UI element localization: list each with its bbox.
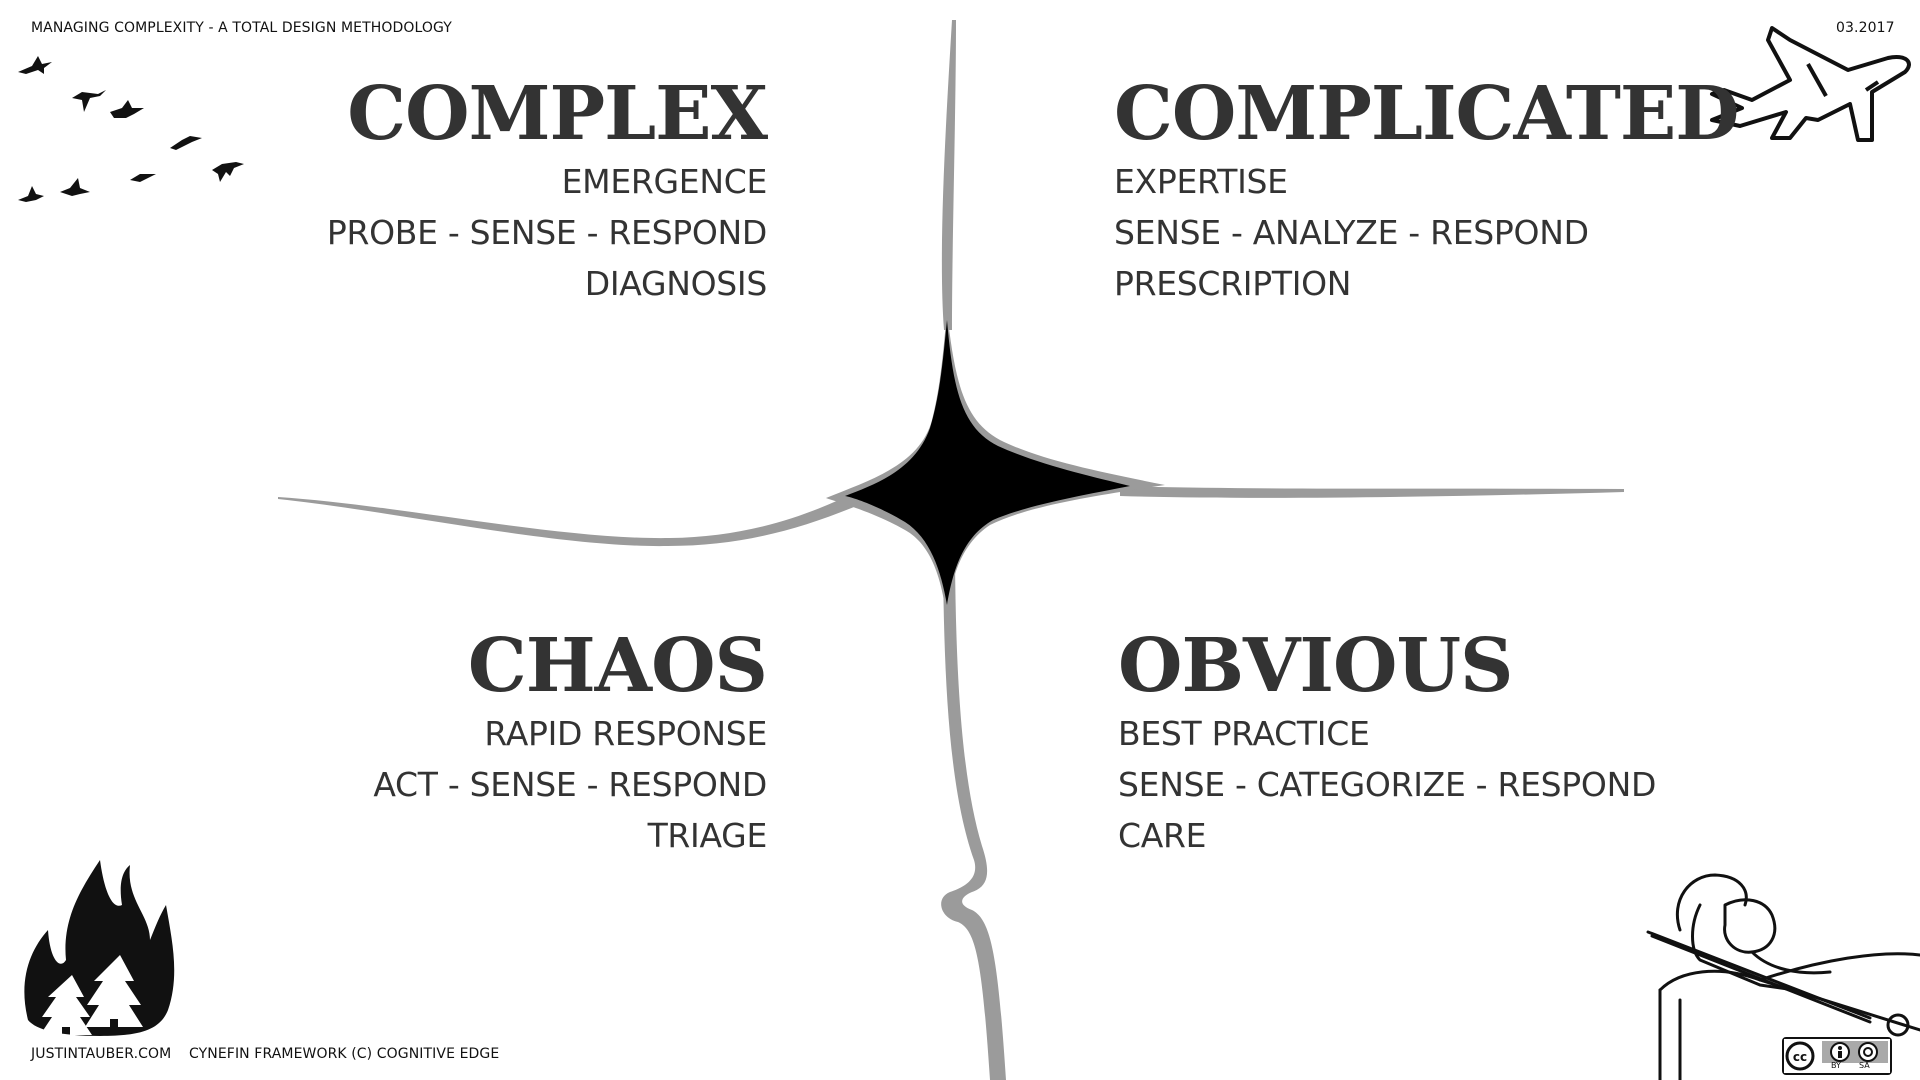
quadrant-complex: COMPLEX EMERGENCE PROBE - SENSE - RESPON… [67,71,768,309]
license-by: BY [1831,1061,1841,1070]
quadrant-line: PROBE - SENSE - RESPOND [326,213,767,252]
airplane-icon [1710,26,1911,142]
quadrant-line: BEST PRACTICE [1118,714,1370,753]
quadrant-line: ACT - SENSE - RESPOND [373,765,767,804]
quadrant-line: SENSE - ANALYZE - RESPOND [1114,213,1589,252]
footer-credit: CYNEFIN FRAMEWORK (C) COGNITIVE EDGE [189,1046,500,1062]
quadrant-complicated: COMPLICATED EXPERTISE SENSE - ANALYZE - … [1114,72,1814,309]
header-date: 03.2017 [1836,20,1895,36]
svg-text:cc: cc [1793,1050,1807,1064]
quadrant-line: RAPID RESPONSE [484,714,767,753]
quadrant-title: COMPLICATED [1114,71,1739,157]
header-title: MANAGING COMPLEXITY - A TOTAL DESIGN MET… [31,20,452,36]
license-sa: SA [1859,1061,1870,1070]
quadrant-title: OBVIOUS [1118,623,1513,709]
quadrant-title: CHAOS [467,623,768,709]
flying-geese-icon [18,56,244,202]
quadrant-line: DIAGNOSIS [584,264,768,303]
boundary-lines [278,20,1624,1080]
quadrant-line: EMERGENCE [561,162,768,201]
license-badge: cc BY SA [1782,1037,1892,1075]
forest-fire-icon [24,860,175,1036]
quadrant-line: CARE [1118,816,1207,855]
quadrant-obvious: OBVIOUS BEST PRACTICE SENSE - CATEGORIZE… [1118,624,1818,861]
quadrant-line: EXPERTISE [1114,162,1288,201]
quadrant-line: TRIAGE [647,816,768,855]
quadrant-line: SENSE - CATEGORIZE - RESPOND [1118,765,1657,804]
footer-site: JUSTINTAUBER.COM [31,1046,172,1062]
quadrant-title: COMPLEX [347,71,768,157]
disorder-center [826,312,1165,620]
creative-commons-icon: cc [1784,1039,1890,1073]
quadrant-line: PRESCRIPTION [1114,264,1352,303]
quadrant-chaos: CHAOS RAPID RESPONSE ACT - SENSE - RESPO… [67,623,768,861]
